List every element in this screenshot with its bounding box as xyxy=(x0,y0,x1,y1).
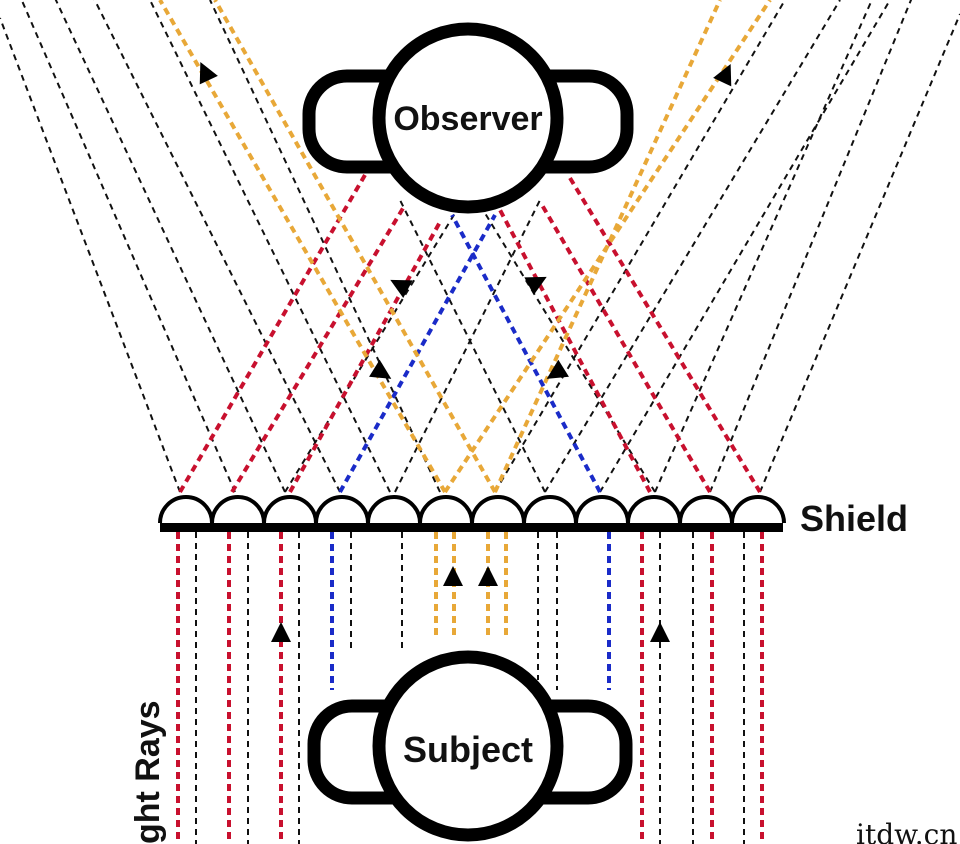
ray-direction-arrows xyxy=(199,62,732,642)
subject-label: Subject xyxy=(403,729,533,770)
arrow-icon xyxy=(650,622,670,642)
arrow-icon xyxy=(443,566,463,586)
ray-line xyxy=(0,17,181,493)
side-label-light-rays: ght Rays xyxy=(129,700,167,844)
subject-side-rays xyxy=(176,532,764,844)
ray-line xyxy=(20,0,236,493)
shield-base-bar xyxy=(160,523,783,532)
observer-head-circle xyxy=(372,22,564,214)
observer-side-rays xyxy=(0,0,960,494)
arrow-icon xyxy=(713,64,732,87)
arrow-icon xyxy=(546,359,569,379)
ray-line xyxy=(158,0,447,494)
ray-line xyxy=(759,13,960,493)
ray-line xyxy=(493,0,722,493)
ray-line xyxy=(540,203,712,494)
ray-line xyxy=(654,0,873,493)
ray-line xyxy=(178,173,367,494)
ray-line xyxy=(709,0,913,493)
ray-line xyxy=(288,221,442,493)
arrow-icon xyxy=(478,566,498,586)
shield-lens-bumps xyxy=(158,495,786,524)
ray-line xyxy=(149,0,391,493)
subject-head-circle xyxy=(372,650,564,842)
observer-label: Observer xyxy=(393,100,542,138)
ray-line xyxy=(209,0,441,493)
watermark: itdw.cn xyxy=(856,818,957,844)
ray-line xyxy=(230,203,407,494)
ray-line xyxy=(544,0,841,493)
ray-line xyxy=(450,214,602,493)
ray-line xyxy=(599,0,891,493)
shield-label: Shield xyxy=(800,498,908,539)
ray-line xyxy=(498,209,652,493)
shield xyxy=(158,495,786,532)
arrow-icon xyxy=(390,279,413,299)
arrow-icon xyxy=(271,622,291,642)
arrow-icon xyxy=(524,276,547,296)
ray-line xyxy=(284,204,461,493)
subject-head: Subject xyxy=(307,650,633,842)
observer-head: Observer xyxy=(302,22,634,214)
ray-line xyxy=(568,176,762,494)
ray-line xyxy=(54,0,286,493)
ray-line xyxy=(213,0,497,493)
arrow-icon xyxy=(199,62,218,85)
ray-line xyxy=(494,0,786,493)
arrow-icon xyxy=(369,359,392,379)
ray-line xyxy=(93,0,341,493)
